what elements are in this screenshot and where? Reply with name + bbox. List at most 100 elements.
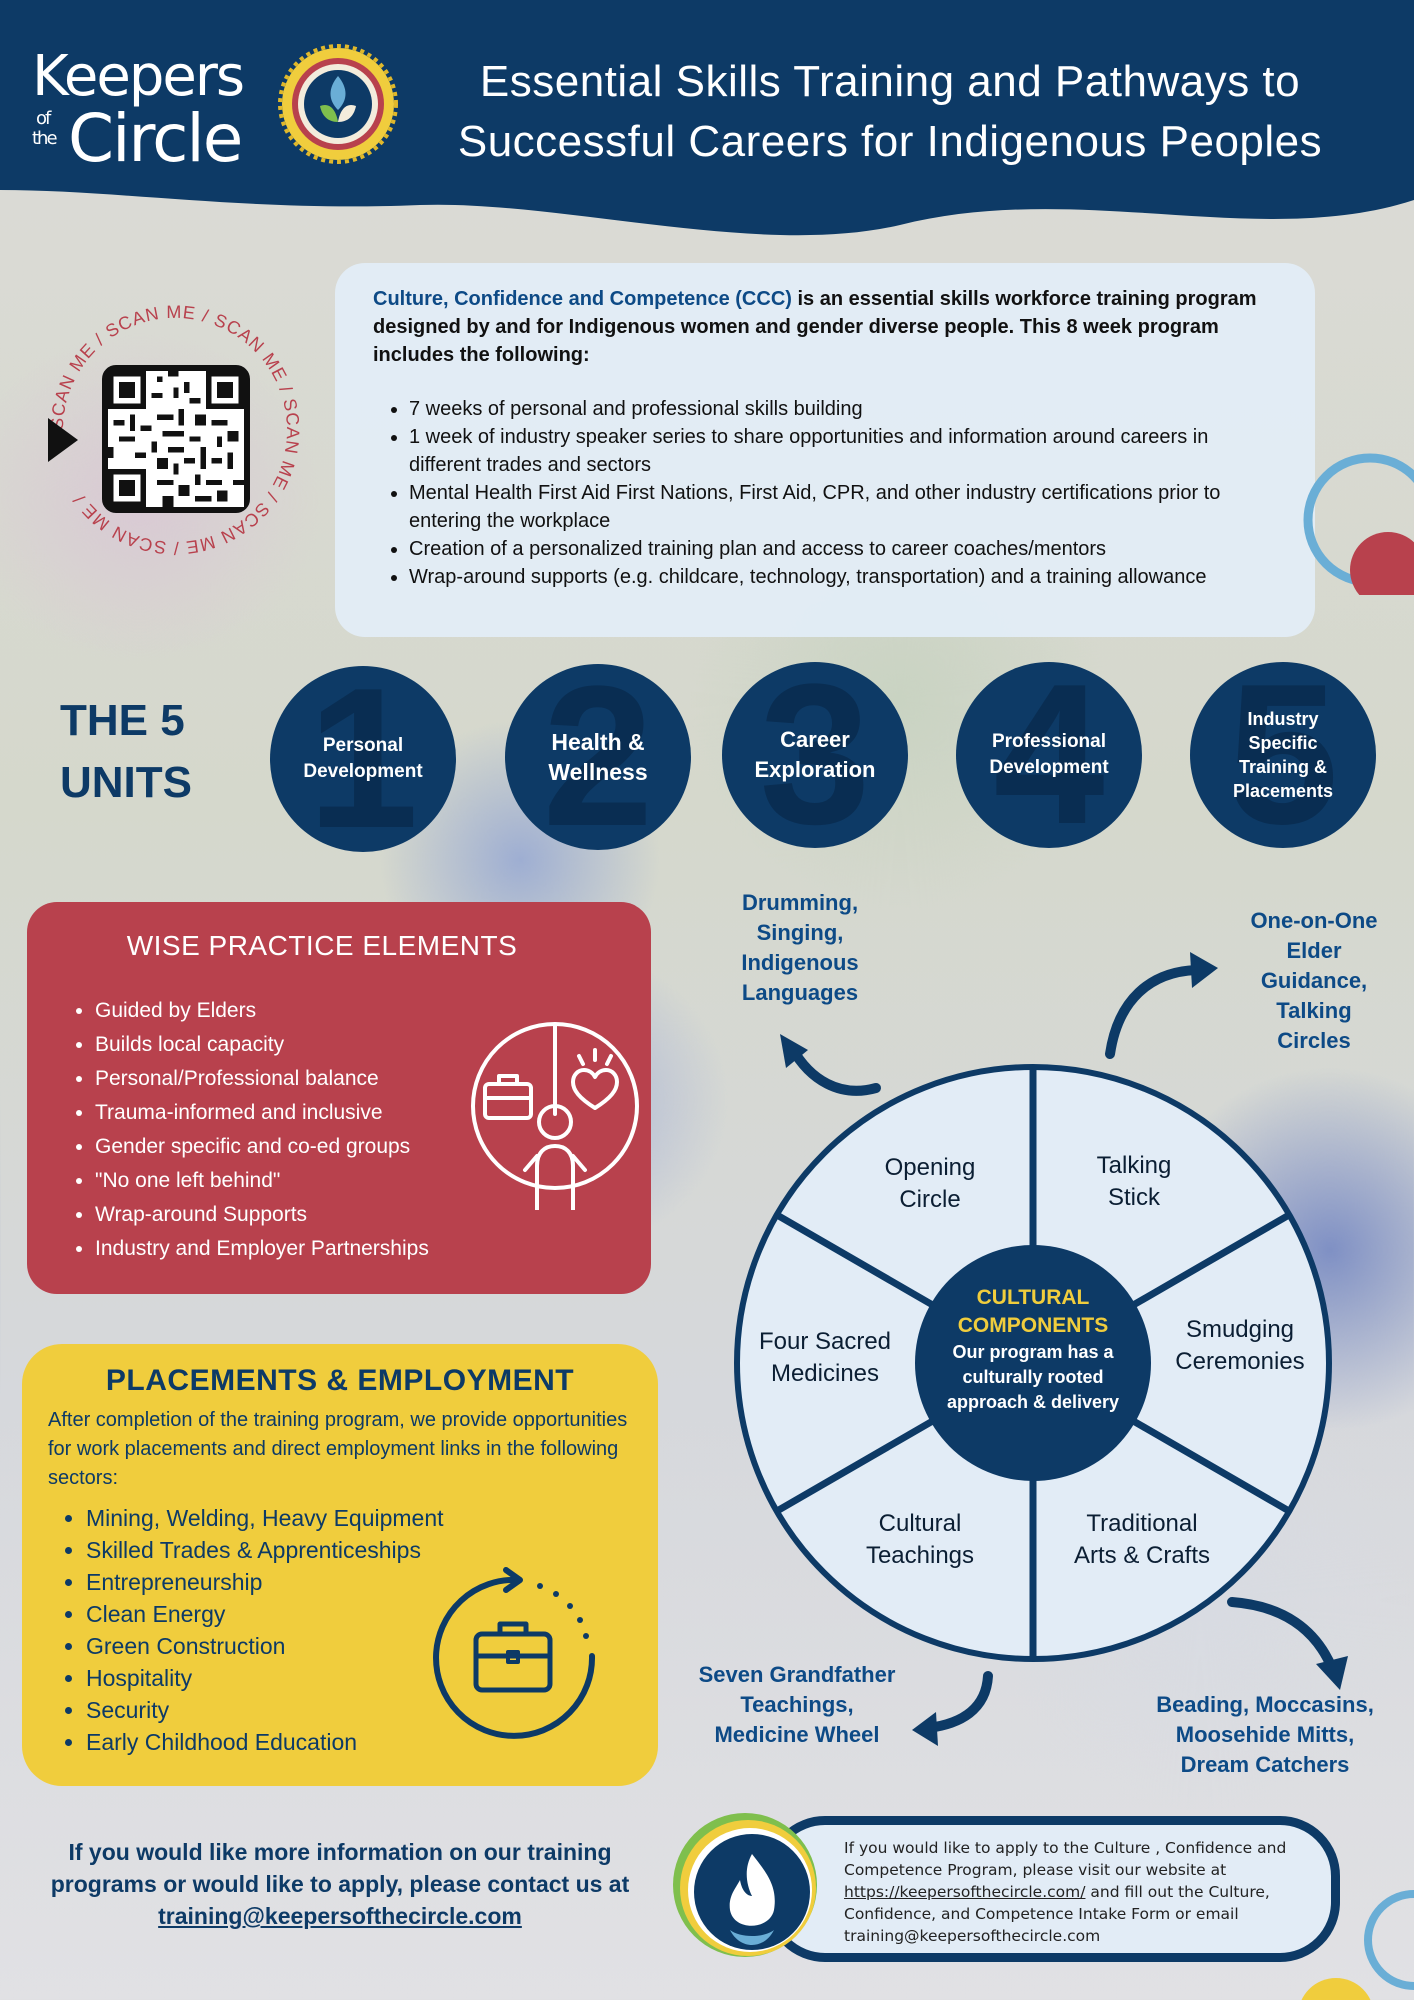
segment-line: Opening (884, 1154, 976, 1181)
wheel-center: CULTURAL COMPONENTS Our program has a cu… (918, 1284, 1148, 1415)
wise-practice-card: WISE PRACTICE ELEMENTS Guided by Elders … (27, 902, 651, 1294)
segment-line: Four Sacred (758, 1328, 892, 1355)
list-item: Gender specific and co-ed groups (95, 1130, 429, 1164)
wheel-center-title-line2: COMPONENTS (957, 1314, 1109, 1337)
list-item: Wrap-around Supports (95, 1198, 429, 1232)
list-item: Wrap-around supports (e.g. childcare, te… (409, 563, 1277, 591)
decorative-circles (1303, 453, 1414, 595)
unit-circle-4: 4 Professional Development (956, 662, 1142, 848)
outer-label-drumming: Drumming, Singing, Indigenous Languages (700, 888, 900, 1008)
briefcase-cycle-icon (433, 1567, 596, 1739)
wheel-center-text: Our program has a culturally rooted appr… (946, 1342, 1120, 1412)
outer-label-line: One-on-One (1250, 908, 1378, 933)
list-item: Trauma-informed and inclusive (95, 1096, 429, 1130)
logo-word-keepers: Keepers (32, 44, 245, 109)
apply-info-box: If you would like to apply to the Cultur… (765, 1816, 1340, 1962)
wheel-segment-traditional-arts: Traditional Arts & Crafts (1052, 1508, 1232, 1572)
arrow-bottom-left-icon (923, 1671, 993, 1733)
website-link[interactable]: https://keepersofthecircle.com/ (844, 1883, 1086, 1901)
unit-number: 2 (542, 664, 654, 850)
outer-label-line: Medicine Wheel (714, 1722, 880, 1747)
page-title: Essential Skills Training and Pathways t… (400, 52, 1380, 172)
wheel-segment-four-sacred-medicines: Four Sacred Medicines (740, 1326, 910, 1390)
cultural-components-wheel (734, 1064, 1332, 1662)
list-item: Early Childhood Education (86, 1726, 444, 1758)
program-features-list: 7 weeks of personal and professional ski… (373, 395, 1277, 591)
outer-label-line: Talking (1276, 998, 1352, 1023)
list-item: "No one left behind" (95, 1164, 429, 1198)
keepers-logo: Keepers of the Circle (30, 40, 410, 177)
list-item: Entrepreneurship (86, 1566, 444, 1598)
segment-line: Talking (1096, 1152, 1172, 1179)
logo-emblem-icon (278, 44, 398, 164)
list-item: 7 weeks of personal and professional ski… (409, 395, 1277, 423)
unit-label: Personal Development (303, 735, 423, 782)
wheel-segment-smudging-ceremonies: Smudging Ceremonies (1150, 1314, 1330, 1378)
outer-label-line: Moosehide Mitts, (1175, 1722, 1355, 1747)
qr-code[interactable] (102, 365, 250, 513)
segment-line: Cultural (878, 1510, 962, 1537)
qr-code-icon (108, 371, 244, 507)
outer-label-line: Seven Grandfather (698, 1662, 896, 1687)
wheel-segment-cultural-teachings: Cultural Teachings (830, 1508, 1010, 1572)
units-heading-line2: UNITS (60, 758, 192, 807)
outer-label-line: Dream Catchers (1180, 1752, 1350, 1777)
wheel-segment-opening-circle: Opening Circle (848, 1152, 1012, 1216)
outer-label-line: Beading, Moccasins, (1156, 1692, 1374, 1717)
list-item: Industry and Employer Partnerships (95, 1232, 429, 1266)
wise-practice-list: Guided by Elders Builds local capacity P… (95, 994, 429, 1266)
outer-label-line: Circles (1277, 1028, 1351, 1053)
program-intro-text: Culture, Confidence and Competence (CCC)… (373, 285, 1277, 369)
unit-circle-2: 2 Health & Wellness (505, 664, 691, 850)
page-title-line2: Successful Careers for Indigenous People… (457, 117, 1323, 166)
contact-text: If you would like more information on ou… (50, 1839, 630, 1897)
logo-word-of: of (36, 108, 51, 129)
list-item: Guided by Elders (95, 994, 429, 1028)
work-life-balance-icon (471, 1022, 639, 1210)
page-title-line1: Essential Skills Training and Pathways t… (479, 57, 1301, 106)
outer-label-line: Indigenous (741, 950, 859, 975)
list-item: Hospitality (86, 1662, 444, 1694)
outer-label-line: Guidance, (1260, 968, 1368, 993)
placements-title: PLACEMENTS & EMPLOYMENT (105, 1364, 575, 1397)
contact-email-link[interactable]: training@keepersofthecircle.com (158, 1903, 522, 1929)
decorative-corner-dot (1301, 1978, 1371, 2000)
unit-circle-1: 1 Personal Development (270, 666, 456, 852)
unit-number: 1 (307, 666, 419, 852)
apply-text-after: and fill out the Culture, Confidence, an… (844, 1883, 1270, 1945)
placements-sector-list: Mining, Welding, Heavy Equipment Skilled… (86, 1502, 444, 1758)
placements-intro: After completion of the training program… (48, 1409, 628, 1489)
contact-info: If you would like more information on ou… (30, 1836, 650, 1932)
wise-practice-title: WISE PRACTICE ELEMENTS (126, 930, 518, 961)
list-item: Creation of a personalized training plan… (409, 535, 1277, 563)
segment-line: Circle (899, 1186, 961, 1213)
arrow-top-right-icon (1105, 965, 1201, 1059)
wheel-segment-talking-stick: Talking Stick (1052, 1150, 1216, 1214)
unit-number: 3 (759, 662, 871, 848)
outer-label-elder-guidance: One-on-One Elder Guidance, Talking Circl… (1224, 906, 1404, 1056)
unit-number: 4 (993, 662, 1105, 848)
outer-label-seven-grandfather: Seven Grandfather Teachings, Medicine Wh… (664, 1660, 930, 1750)
units-heading-line1: THE 5 (60, 696, 185, 745)
program-name: Culture, Confidence and Competence (CCC) (373, 288, 792, 310)
unit-label: Career Exploration (754, 727, 876, 782)
play-arrow-icon (48, 418, 78, 462)
decorative-corner-ring (1364, 1890, 1414, 1990)
outer-label-line: Teachings, (740, 1692, 854, 1717)
list-item: Mining, Welding, Heavy Equipment (86, 1502, 444, 1534)
unit-label: Industry Specific Training & Placements (1232, 709, 1334, 801)
units-heading: THE 5 UNITS (60, 690, 230, 814)
logo-word-the: the (32, 128, 58, 149)
list-item: Builds local capacity (95, 1028, 429, 1062)
segment-line: Medicines (770, 1360, 880, 1387)
unit-label: Health & Wellness (548, 729, 648, 785)
list-item: Clean Energy (86, 1598, 444, 1630)
segment-line: Teachings (865, 1542, 975, 1569)
segment-line: Traditional (1086, 1510, 1198, 1537)
outer-label-line: Elder (1286, 938, 1342, 963)
segment-line: Stick (1107, 1184, 1160, 1211)
list-item: Security (86, 1694, 444, 1726)
program-intro-card: Culture, Confidence and Competence (CCC)… (335, 263, 1315, 637)
segment-line: Arts & Crafts (1073, 1542, 1211, 1569)
outer-label-line: Singing, (756, 920, 844, 945)
